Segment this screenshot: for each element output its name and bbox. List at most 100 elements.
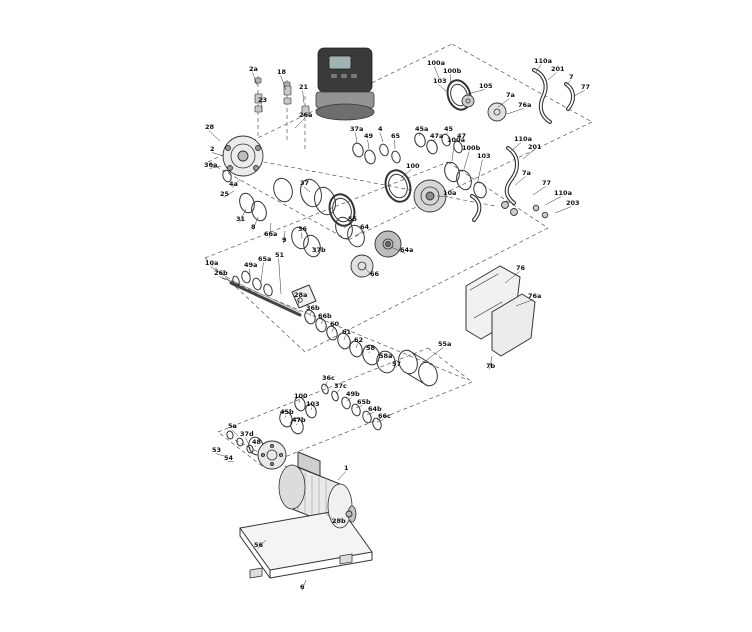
o-ring [351, 403, 361, 417]
washer-disc [385, 241, 391, 247]
part-path [297, 451, 321, 477]
part-label: 55 [348, 215, 358, 223]
part-label: 37d [240, 430, 254, 438]
part-label: 58 [366, 344, 376, 352]
part-label: 54 [224, 454, 234, 462]
part-path [229, 281, 302, 317]
part-label: 9 [282, 236, 287, 244]
leader-line [283, 230, 286, 244]
part-label: 47b [292, 416, 306, 424]
part-label: 100b [462, 144, 481, 152]
part-label: 4 [378, 125, 383, 133]
leader-line [210, 266, 231, 280]
part-label: 103 [477, 152, 491, 160]
leader-line [423, 347, 444, 363]
washer-disc [257, 440, 287, 470]
o-ring [303, 234, 321, 258]
o-ring [352, 142, 364, 158]
leader-line [504, 271, 520, 284]
part-label: 56 [254, 541, 264, 549]
part-label: 28b [332, 517, 346, 525]
part-rect [301, 105, 310, 116]
leader-line [467, 89, 485, 95]
part-label: 60 [330, 320, 340, 328]
part-label: 110a [534, 57, 552, 65]
part-label: 110a [554, 189, 572, 197]
o-ring [300, 178, 322, 208]
o-ring [347, 224, 365, 248]
leader-line [436, 195, 449, 197]
washer-disc-inner [382, 238, 394, 250]
leader-line [363, 266, 374, 278]
o-ring [414, 132, 426, 148]
part-rect [254, 77, 262, 84]
part-label: 66a [264, 230, 277, 238]
o-ring-inner [450, 83, 468, 107]
o-ring [236, 437, 244, 447]
part-ellipse [278, 464, 306, 510]
leader-line [232, 178, 241, 188]
part-rect [328, 55, 352, 70]
leader-line [379, 132, 384, 143]
part-label: 37b [312, 246, 326, 254]
part-label: 64a [400, 246, 413, 254]
o-ring [362, 410, 372, 424]
leader-line [211, 152, 225, 157]
part-rect [283, 97, 292, 105]
dashed-construction-line [447, 161, 549, 229]
part-label: 36 [298, 225, 308, 233]
part-label: 103 [433, 77, 447, 85]
part-label: 7 [569, 73, 574, 81]
part-path [230, 279, 301, 313]
leader-line [311, 246, 318, 254]
part-label: 28 [205, 123, 215, 131]
part-label: 45b [280, 408, 294, 416]
o-ring [273, 177, 293, 203]
leader-line [510, 142, 522, 152]
washer-disc [532, 204, 540, 212]
leader-line [506, 108, 524, 115]
part-label: 7a [522, 169, 531, 177]
part-label: 53 [212, 446, 221, 454]
part-label: 65b [357, 398, 371, 406]
leader-line [254, 445, 256, 448]
part-label: 58a [379, 352, 392, 360]
part-label: 10a [443, 189, 456, 197]
o-ring [456, 169, 472, 191]
washer-disc [541, 211, 549, 219]
part-label: 62 [354, 336, 363, 344]
part-label: 103 [306, 400, 320, 408]
o-ring [473, 181, 487, 199]
leader-line [532, 186, 546, 196]
o-ring [326, 325, 338, 341]
washer-disc [345, 510, 353, 518]
leader-line [367, 139, 370, 150]
part-label: 18 [277, 68, 287, 76]
o-ring [341, 396, 351, 410]
leader-line [449, 74, 452, 85]
leader-line [331, 327, 334, 333]
part-label: 37 [300, 179, 309, 187]
part-label: 5a [228, 422, 237, 430]
leader-line [477, 159, 483, 182]
leader-line [245, 437, 249, 444]
o-ring [290, 417, 304, 435]
leader-line [252, 216, 259, 231]
leader-line [335, 389, 340, 395]
o-ring [321, 383, 329, 395]
part-label: 26a [299, 111, 312, 119]
part-label: 45a [415, 125, 428, 133]
part-label: 100a [427, 59, 445, 67]
leader-line [354, 230, 364, 237]
leader-line [309, 311, 312, 317]
leader-line [209, 165, 222, 169]
o-ring [241, 270, 251, 284]
o-ring [426, 139, 438, 155]
washer-disc [225, 145, 231, 151]
o-ring [376, 350, 396, 374]
leader-line [269, 222, 272, 238]
part-label: 66c [378, 412, 391, 420]
o-ring [349, 340, 363, 358]
o-ring [294, 396, 306, 412]
